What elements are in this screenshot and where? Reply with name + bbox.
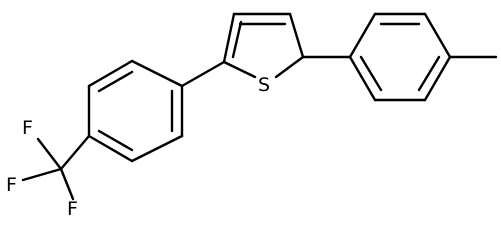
right-phenyl-double-c (359, 55, 383, 92)
bond-c2-c3 (222, 12, 236, 64)
bond-s-c2 (222, 60, 257, 79)
fluorine-atom-label-2: F (6, 174, 17, 196)
bond-c4-c5 (288, 12, 305, 59)
right-phenyl-bond-3 (423, 12, 452, 59)
right-phenyl-double-b (417, 55, 441, 92)
bond-c-f3 (59, 167, 75, 201)
structure-canvas: S F F F (6, 12, 498, 219)
right-phenyl-bond-1 (348, 12, 377, 59)
left-phenyl-bond-2 (87, 59, 134, 88)
right-phenyl-bond-4 (423, 55, 452, 102)
bond-c-f1 (36, 137, 63, 171)
sulfur-atom-label: S (258, 74, 270, 96)
left-phenyl-bond-1 (130, 59, 184, 88)
left-phenyl-double-b (97, 129, 134, 152)
fluorine-atom-label-1: F (22, 117, 33, 139)
left-phenyl-bond-5 (130, 134, 184, 163)
bond-thiophene-to-left-phenyl (180, 60, 226, 88)
right-phenyl-ring (348, 12, 452, 102)
bond-c5-s (274, 55, 305, 79)
right-phenyl-bond-6 (348, 55, 377, 102)
left-phenyl-double-a (97, 70, 134, 93)
thiophene-ring (222, 12, 305, 79)
left-phenyl-ring (87, 59, 184, 163)
bond-c-f2 (21, 167, 63, 182)
trifluoromethyl-group (21, 134, 91, 201)
fluorine-atom-label-3: F (67, 198, 78, 219)
bond-c2-c3-inner (231, 20, 243, 59)
bond-ring-to-cf3-carbon (59, 134, 91, 171)
left-phenyl-bond-4 (87, 134, 134, 163)
